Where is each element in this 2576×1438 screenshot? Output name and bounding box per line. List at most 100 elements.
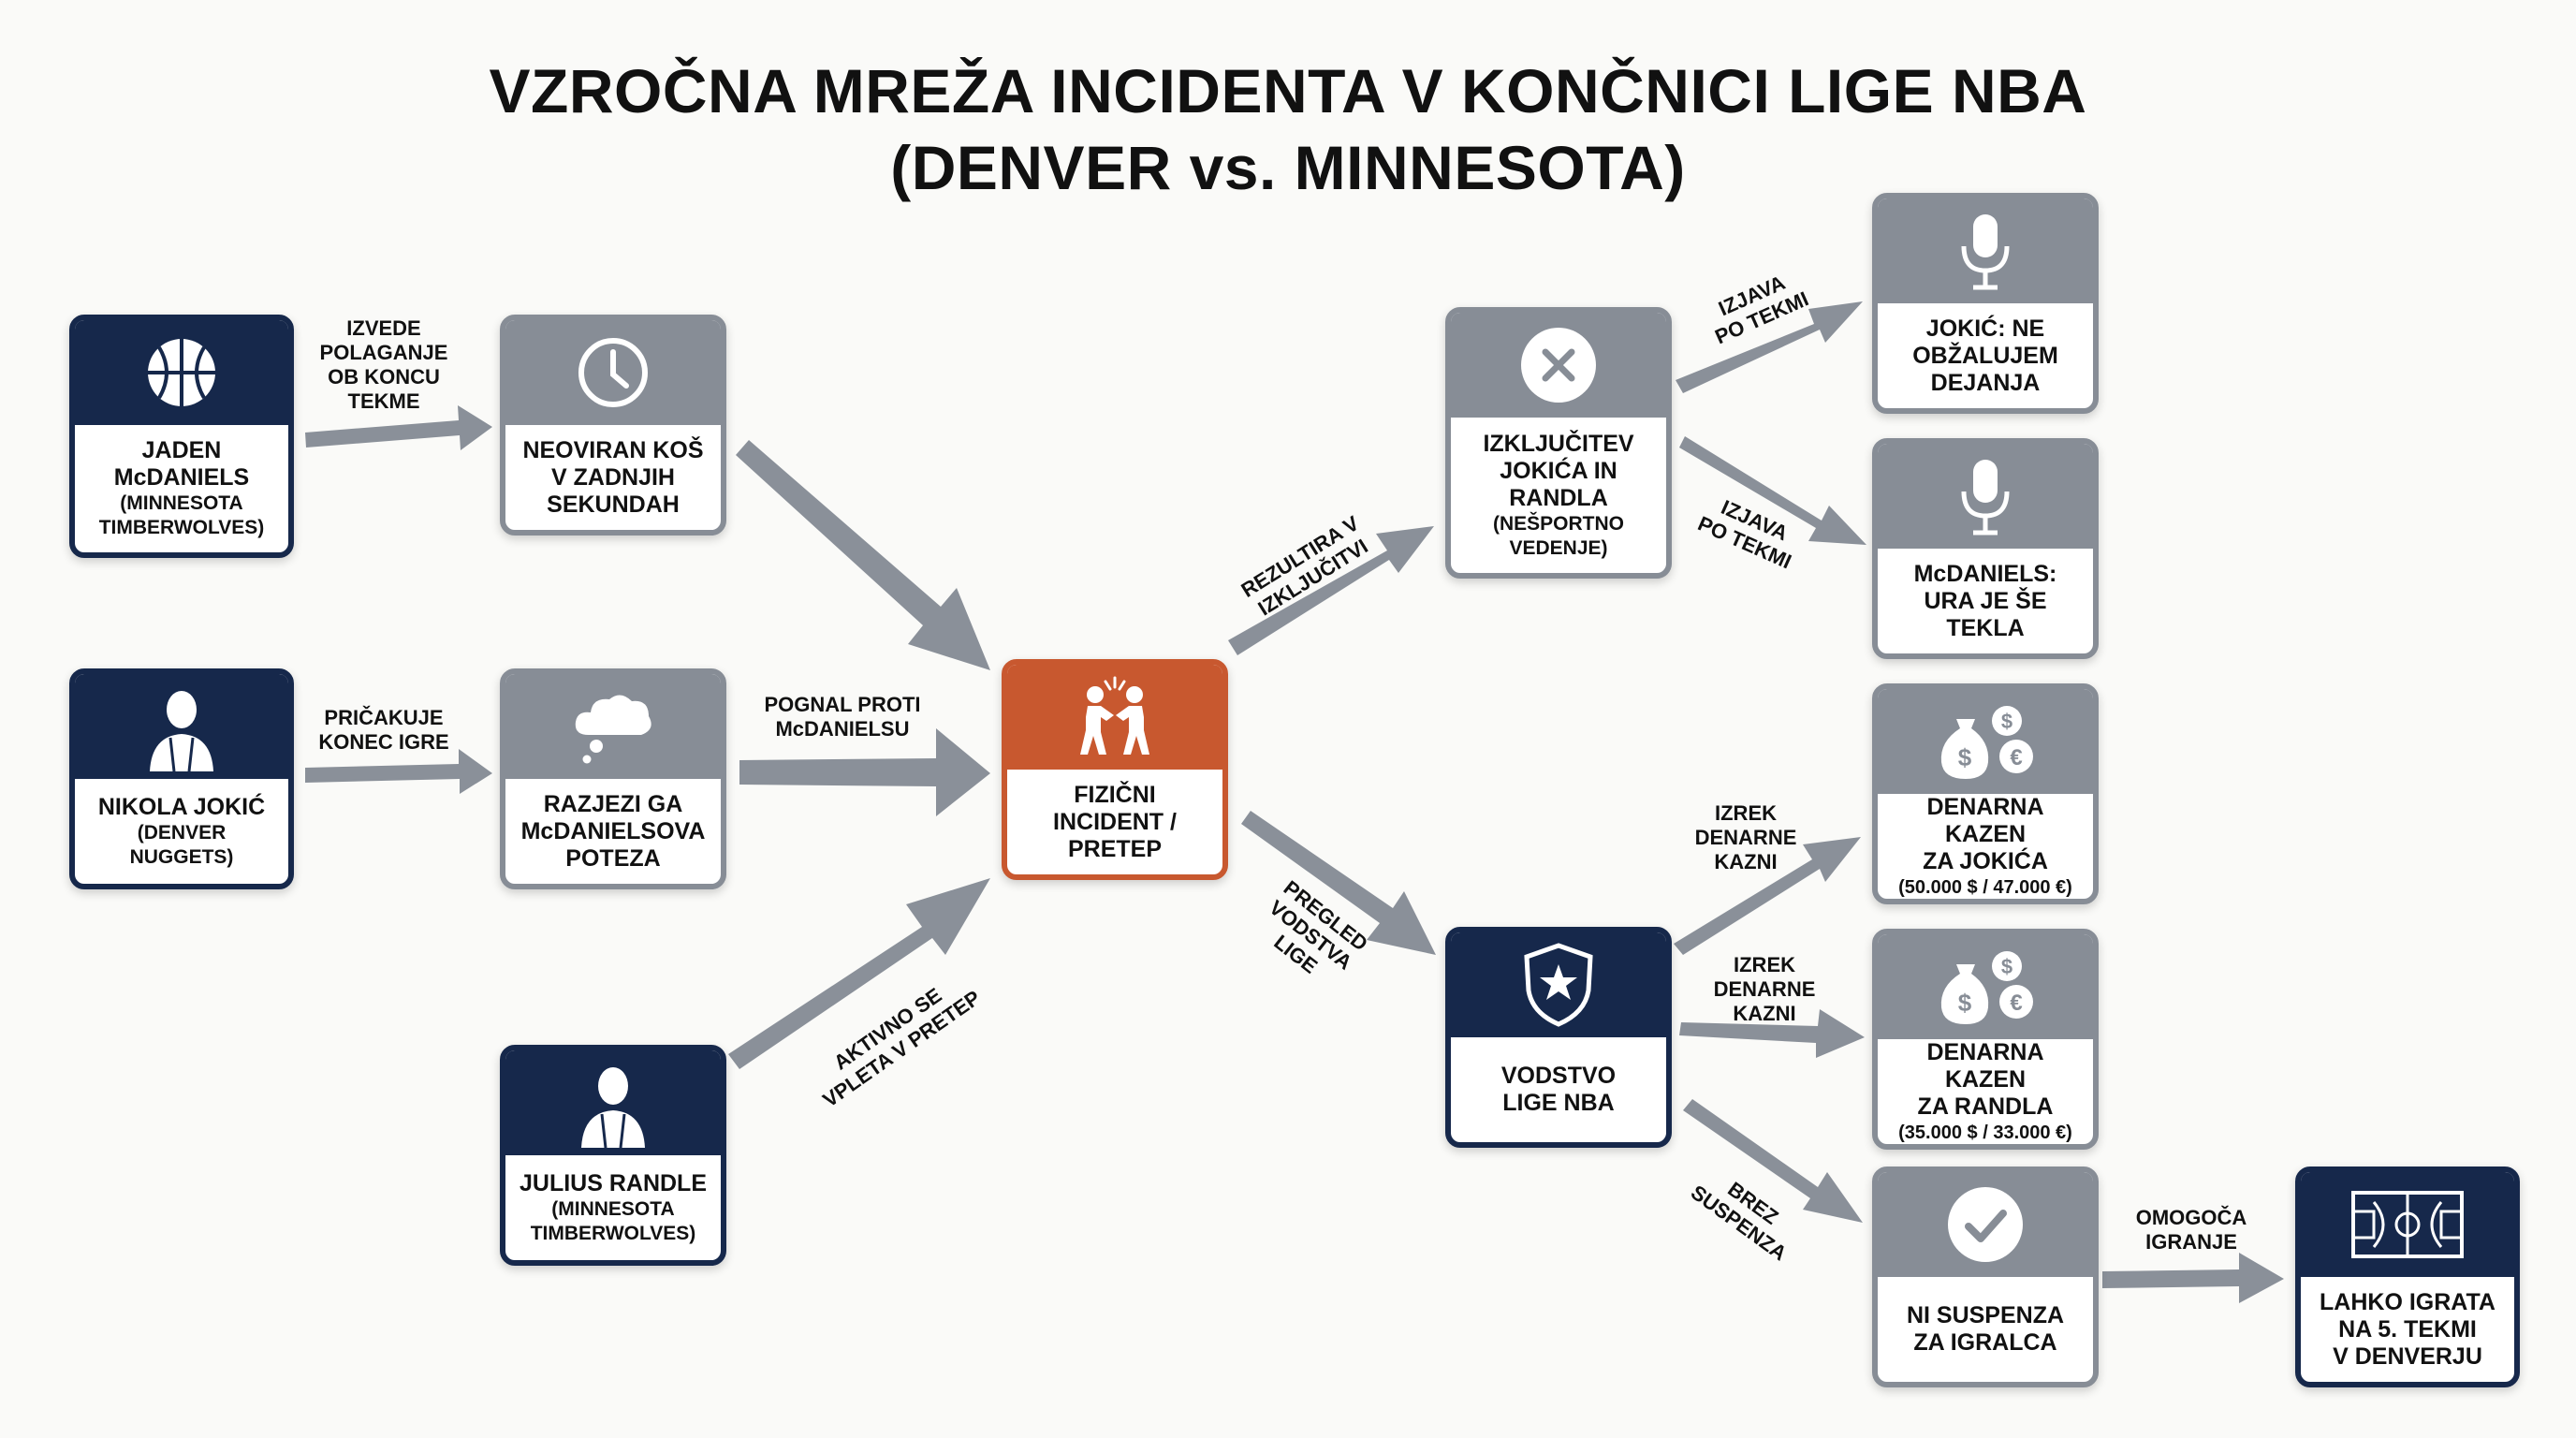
node-text: IZKLJUČITEV JOKIĆA IN RANDLA (NEŠPORTNO … [1451,418,1666,573]
money-bags-icon: $ $ € [1940,706,2033,779]
clock-icon [578,338,648,407]
node-head [1878,1172,2093,1277]
node-league-office: VODSTVO LIGE NBA [1445,927,1672,1148]
player-icon [581,1067,645,1148]
node-line: TIMBERWOLVES) [98,517,265,538]
node-line: NI SUSPENZA [1906,1302,2065,1328]
edge-label-statement-1: IZJAVA PO TEKMI [1691,260,1822,354]
node-nikola-jokic: NIKOLA JOKIĆ (DENVER NUGGETS) [69,668,294,889]
node-head [1451,313,1666,418]
node-text: McDANIELS: URA JE ŠE TEKLA [1878,549,2093,653]
node-line: JADEN [141,437,222,463]
edge-label-line: IZREK [1715,801,1777,825]
node-line: V ZADNJIH [551,463,675,491]
node-line: (50.000 $ / 47.000 €) [1898,876,2072,898]
node-line: DENARNA KAZEN [1926,793,2044,847]
node-text: LAHKO IGRATA NA 5. TEKMI V DENVERJU [2301,1277,2514,1382]
edge-label-line: McDANIELSU [775,717,910,741]
check-circle-icon [1948,1187,2023,1262]
edge-label-line: TEKME [347,389,420,413]
node-line: FIZIČNI [1074,781,1156,808]
node-head: $ $ € [1878,934,2093,1039]
node-head [1878,444,2093,549]
fight-icon [1080,676,1149,755]
edge-label-line: POGNAL PROTI [764,693,921,716]
node-jaden-mcdaniels: JADEN McDANIELS (MINNESOTA TIMBERWOLVES) [69,315,294,558]
node-head [75,320,288,425]
node-head [2301,1172,2514,1277]
edge-label-line: POLAGANJE [319,341,448,364]
edge-label-statement-2: IZJAVA PO TEKMI [1684,485,1815,579]
edge-label-line: IZREK [1734,953,1795,976]
node-line: ZA RANDLA [1917,1093,2054,1120]
node-head: $ $ € [1878,689,2093,794]
node-line: DEJANJA [1930,369,2041,396]
node-line: RANDLA [1509,484,1608,511]
node-line: V DENVERJU [2333,1343,2482,1370]
basketball-icon [148,339,215,406]
node-line: LIGE NBA [1502,1090,1615,1116]
node-line: VEDENJE) [1509,536,1608,559]
node-text: JULIUS RANDLE (MINNESOTA TIMBERWOLVES) [505,1155,721,1260]
node-line: IZKLJUČITEV [1483,430,1634,457]
node-text: NIKOLA JOKIĆ (DENVER NUGGETS) [75,779,288,884]
x-circle-icon [1521,328,1596,403]
arrow-no-suspension-game5 [2102,1253,2284,1303]
node-line: (35.000 $ / 33.000 €) [1898,1122,2072,1143]
edge-label-pushed: POGNAL PROTI McDANIELSU [749,693,936,741]
node-ejection: IZKLJUČITEV JOKIĆA IN RANDLA (NEŠPORTNO … [1445,307,1672,579]
node-text: NEOVIRAN KOŠ V ZADNJIH SEKUNDAH [505,425,721,530]
node-line: ZA IGRALCA [1913,1329,2057,1356]
svg-text:$: $ [2001,955,2012,978]
basketball-court-icon [2351,1191,2464,1258]
svg-text:€: € [2010,990,2022,1016]
node-line: VODSTVO [1500,1063,1617,1089]
edge-label-line: KONEC IGRE [318,730,449,754]
node-head [1878,198,2093,303]
node-julius-randle: JULIUS RANDLE (MINNESOTA TIMBERWOLVES) [500,1045,726,1266]
node-line: PRETEP [1067,835,1162,862]
node-line: TEKLA [1946,614,2025,641]
node-text: VODSTVO LIGE NBA [1451,1037,1666,1142]
node-angered: RAZJEZI GA McDANIELSOVA POTEZA [500,668,726,889]
node-text: NI SUSPENZA ZA IGRALCA [1878,1277,2093,1382]
node-head [1451,932,1666,1037]
arrow-jokic-angered [305,749,492,794]
node-line: McDANIELSOVA [520,817,706,844]
thought-cloud-icon [575,695,651,764]
node-line: POTEZA [565,844,661,872]
node-line: RAZJEZI GA [543,790,683,817]
player-icon [150,691,213,771]
edge-label-line: AKTIVNO SE [829,983,946,1075]
node-head [75,674,288,779]
node-line: JOKIĆA IN [1500,457,1617,484]
node-line: TIMBERWOLVES) [530,1222,696,1244]
node-jokic-statement: JOKIĆ: NE OBŽALUJEM DEJANJA [1872,193,2099,414]
node-line: (NEŠPORTNO [1492,512,1624,535]
node-line: SEKUNDAH [547,491,680,518]
svg-text:$: $ [2001,710,2012,733]
node-text: DENARNA KAZEN ZA JOKIĆA (50.000 $ / 47.0… [1878,794,2093,899]
node-head [1007,665,1222,770]
node-head [505,1050,721,1155]
edge-label-fine-1: IZREK DENARNE KAZNI [1685,801,1807,874]
node-line: JULIUS RANDLE [519,1169,707,1196]
edge-label-lays-up: IZVEDE POLAGANJE OB KONCU TEKME [309,316,459,414]
edge-label-review: PREGLED VODSTVA LIGE [1244,872,1378,998]
node-line: JOKIĆ: NE [1925,315,2045,342]
edge-label-expects-end: PRIČAKUJE KONEC IGRE [309,706,459,755]
node-line: ZA JOKIĆA [1923,847,2048,874]
svg-text:$: $ [1958,989,1972,1017]
edge-label-line: PRIČAKUJE [324,706,444,729]
node-line: URA JE ŠE [1924,587,2047,614]
node-line: McDANIELS: [1913,560,2057,587]
node-fine-jokic: $ $ € DENARNA KAZEN ZA JOKIĆA (50.000 $ … [1872,683,2099,904]
title-line-2: (DENVER vs. MINNESOTA) [890,133,1686,202]
node-text: FIZIČNI INCIDENT / PRETEP [1007,770,1222,874]
arrow-basket-incident [736,440,990,670]
edge-label-line: OMOGOČA [2135,1206,2247,1229]
node-line: OBŽALUJEM [1912,342,2058,369]
svg-text:$: $ [1958,743,1972,771]
node-line: NIKOLA JOKIĆ [97,793,266,820]
node-fine-randle: $ $ € DENARNA KAZEN ZA RANDLA (35.000 $ … [1872,929,2099,1150]
